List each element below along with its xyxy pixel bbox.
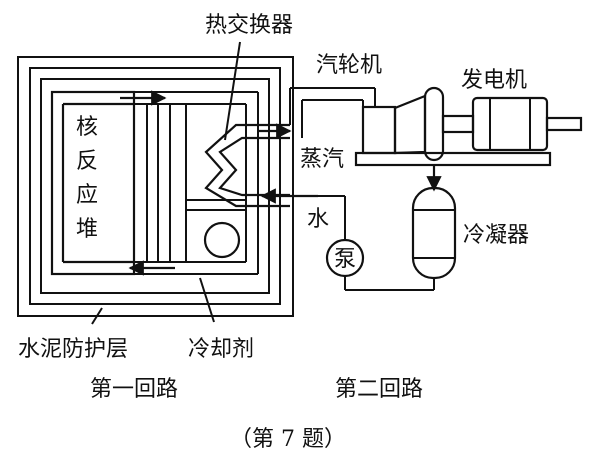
primary-loop-pipes <box>120 90 259 276</box>
pump-label: 泵 <box>334 247 356 272</box>
cement-layer-label: 水泥防护层 <box>18 337 128 362</box>
reactor-label-3: 应 <box>76 183 98 208</box>
pump-icon <box>325 238 365 278</box>
steam-line: 蒸汽 <box>258 87 376 172</box>
heat-exchanger-leader <box>224 41 241 141</box>
reactor-label-2: 反 <box>76 149 98 174</box>
primary-loop-label: 第一回路 <box>90 377 178 402</box>
generator-body <box>471 96 549 152</box>
coolant-leader <box>199 277 215 323</box>
water-label: 水 <box>307 207 329 232</box>
turbine: 汽轮机 <box>316 53 445 162</box>
generator: 发电机 <box>441 68 583 152</box>
reactor-label-1: 核 <box>76 115 98 140</box>
heat-exchanger-coil: 热交换器 <box>204 13 293 208</box>
return-water-line: 泵 水 <box>260 188 435 291</box>
cement-middle-wall <box>29 67 281 305</box>
cement-inner-wall <box>40 78 270 294</box>
cement-outer-wall <box>17 56 294 317</box>
reactor: 核 反 应 堆 <box>50 90 136 276</box>
machine-base <box>354 151 552 167</box>
turbine-label: 汽轮机 <box>316 53 382 78</box>
turbine-rotor <box>423 86 445 162</box>
coolant-label: 冷却剂 <box>188 337 254 362</box>
reactor-label-4: 堆 <box>76 217 98 242</box>
figure-caption: （第 7 题） <box>230 427 346 452</box>
cement-layer-leader <box>91 307 103 325</box>
condenser-body <box>411 186 457 280</box>
cement-protective-layer <box>17 56 294 317</box>
condenser-label: 冷凝器 <box>463 223 529 248</box>
primary-pump-icon <box>203 221 241 259</box>
turbine-housing <box>393 94 427 155</box>
secondary-loop-label: 第二回路 <box>335 377 423 402</box>
shaft-segment-left <box>441 114 475 134</box>
condenser: 冷凝器 <box>411 186 529 280</box>
reactor-core-box <box>50 90 136 276</box>
turbine-inlet-box <box>361 105 397 155</box>
generator-label: 发电机 <box>461 68 527 93</box>
generator-shaft <box>545 116 583 132</box>
steam-label: 蒸汽 <box>300 147 344 172</box>
heat-exchanger-label: 热交换器 <box>205 13 293 38</box>
